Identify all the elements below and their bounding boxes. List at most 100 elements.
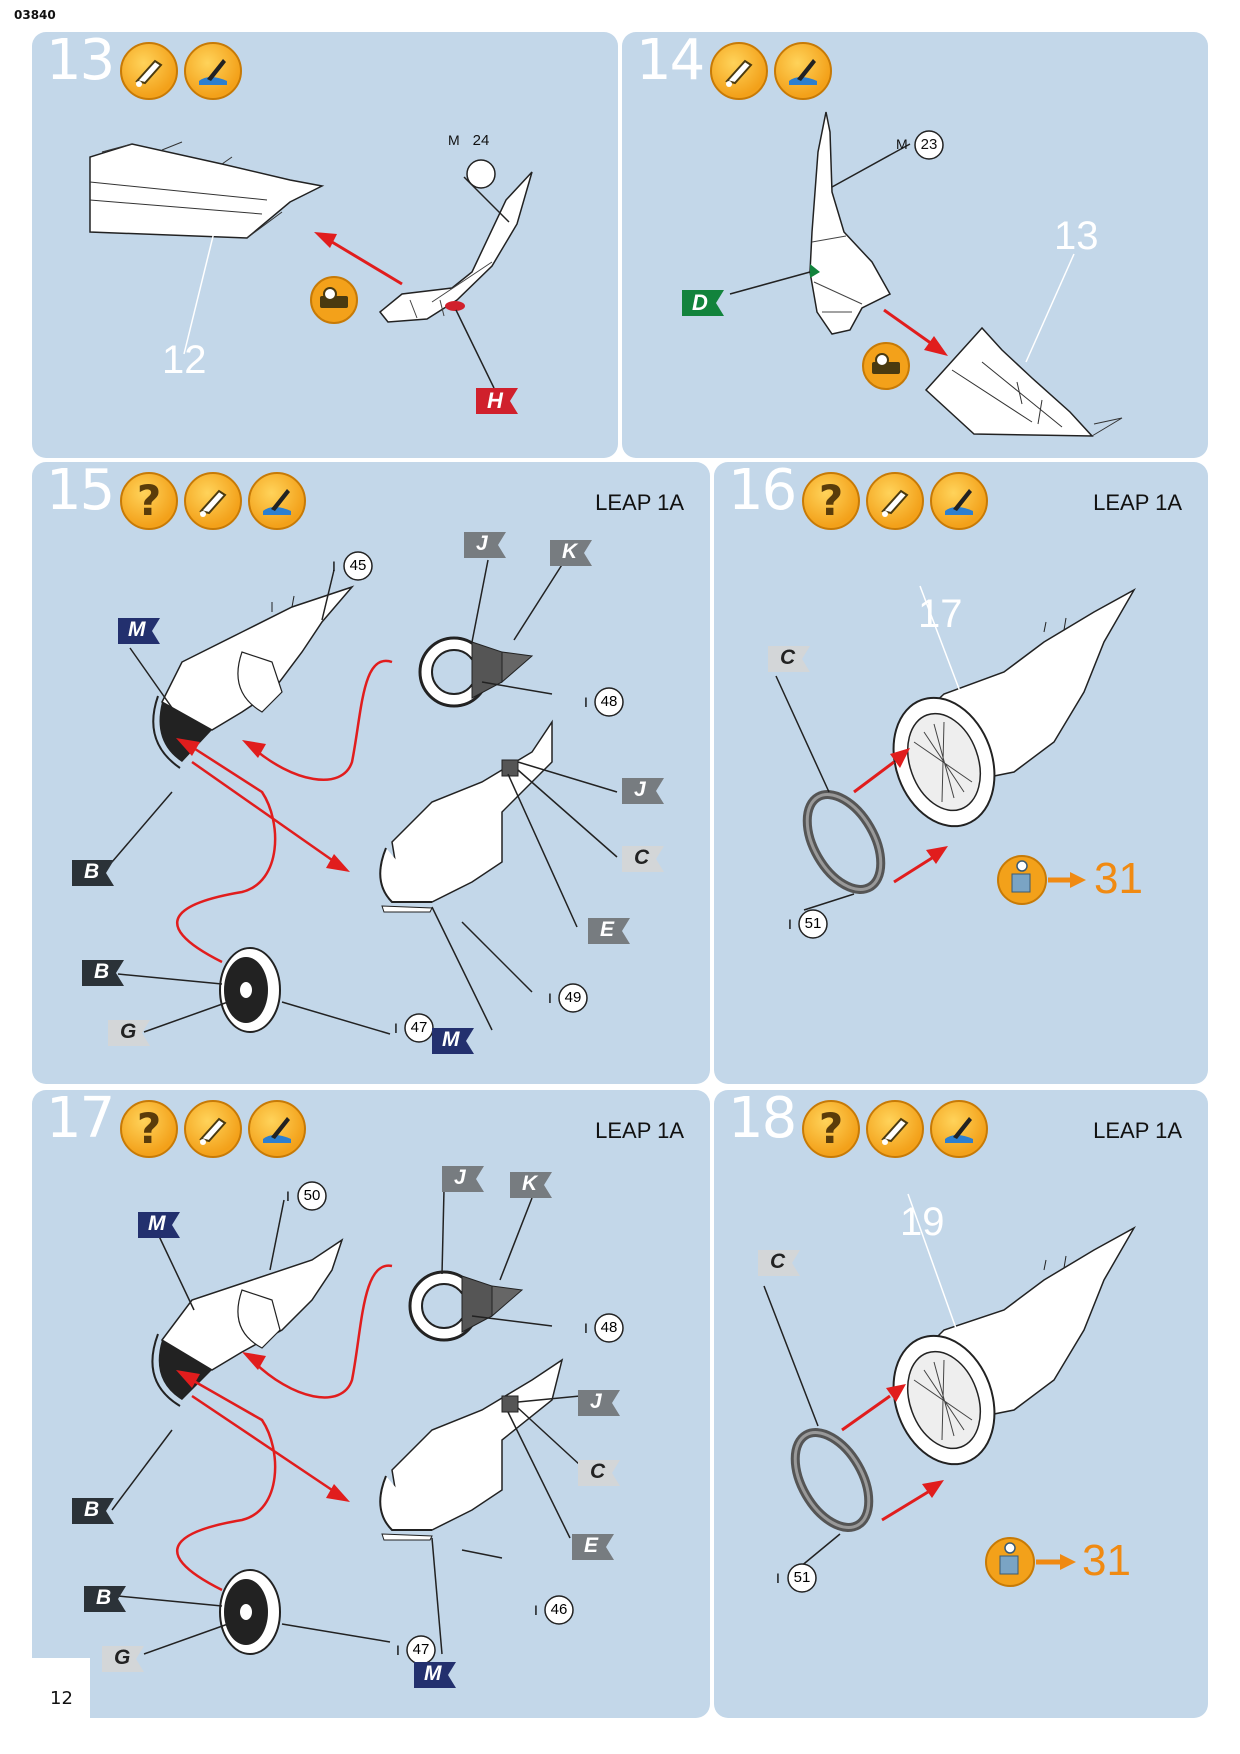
paint-brush-icon (248, 472, 306, 530)
glue-icon (184, 472, 242, 530)
color-flag-h: H (487, 388, 503, 413)
color-flag-j: J (454, 1166, 466, 1189)
help-icon: ? (802, 1100, 860, 1158)
assembly-label-17: 17 (918, 592, 963, 636)
color-flag-b: B (94, 960, 110, 983)
part-letter-i: I (584, 694, 588, 710)
part-number-48: 48 (600, 1319, 618, 1336)
help-icon: ? (802, 472, 860, 530)
glue-icon (866, 1100, 924, 1158)
color-flag-b: B (84, 860, 100, 883)
step-17-panel: 17 ? LEAP 1A I 50 I 48 I 46 I 47 J K M B… (32, 1090, 710, 1718)
color-flag-g: G (114, 1646, 131, 1669)
paint-brush-icon (248, 1100, 306, 1158)
color-flag-c: C (590, 1460, 606, 1483)
part-number-45: 45 (349, 557, 367, 574)
part-number-51: 51 (793, 1569, 811, 1586)
part-letter-i: I (396, 1642, 400, 1658)
color-flag-j: J (590, 1390, 602, 1413)
paint-brush-icon (930, 472, 988, 530)
paint-brush-icon (774, 42, 832, 100)
step-18-illustration (758, 1193, 1136, 1593)
engine-label: LEAP 1A (1093, 1118, 1182, 1143)
page-number: 12 (50, 1688, 73, 1709)
engine-label: LEAP 1A (595, 490, 684, 515)
step-number: 15 (46, 462, 115, 523)
part-number-49: 49 (564, 989, 582, 1006)
goto-step-31: 31 (1082, 1536, 1131, 1585)
step-number: 14 (636, 32, 705, 93)
part-letter-i: I (332, 558, 336, 574)
part-letter-i: I (788, 916, 792, 932)
part-letter-i: I (534, 1602, 538, 1618)
goto-step-31: 31 (1094, 854, 1143, 903)
engine-label: LEAP 1A (595, 1118, 684, 1143)
step-15-panel: 15 ? LEAP 1A I 45 I 48 I 49 I 47 J K M B… (32, 462, 710, 1084)
glue-icon (866, 472, 924, 530)
step-15-badges: ? (120, 472, 306, 530)
step-18-badges: ? (802, 1100, 988, 1158)
color-flag-m: M (148, 1212, 166, 1235)
step-number: 16 (728, 462, 797, 523)
step-17-badges: ? (120, 1100, 306, 1158)
color-flag-m: M (128, 618, 146, 641)
color-flag-k: K (562, 540, 578, 563)
part-number-46: 46 (550, 1601, 568, 1618)
help-icon: ? (120, 1100, 178, 1158)
part-letter-i: I (584, 1320, 588, 1336)
color-flag-j: J (634, 778, 646, 801)
color-flag-b: B (96, 1586, 112, 1609)
engine-label: LEAP 1A (1093, 490, 1182, 515)
part-number-48: 48 (600, 693, 618, 710)
step-13-illustration (89, 141, 533, 414)
glue-icon (710, 42, 768, 100)
color-flag-d: D (692, 290, 708, 315)
step-number: 17 (46, 1090, 115, 1151)
part-number-47: 47 (412, 1641, 430, 1658)
assembly-label-12: 12 (162, 338, 207, 382)
part-number-23: 23 (920, 136, 938, 153)
part-letter-i: I (548, 990, 552, 1006)
color-flag-k: K (522, 1172, 538, 1195)
assembly-label-19: 19 (900, 1200, 945, 1244)
document-code: 03840 (14, 8, 56, 22)
color-flag-m: M (442, 1028, 460, 1051)
step-18-panel: 18 ? LEAP 1A 19 C I 51 31 (714, 1090, 1208, 1718)
color-flag-e: E (584, 1534, 599, 1557)
part-letter-i: I (776, 1570, 780, 1586)
step-15-illustration (72, 532, 664, 1054)
color-flag-c: C (634, 846, 650, 869)
color-flag-b: B (84, 1498, 100, 1521)
part-number-51: 51 (804, 915, 822, 932)
step-16-badges: ? (802, 472, 988, 530)
step-14-illustration (682, 111, 1123, 437)
step-16-panel: 16 ? LEAP 1A 17 C I 51 31 (714, 462, 1208, 1084)
part-letter-m: M (896, 136, 908, 152)
help-icon: ? (120, 472, 178, 530)
part-number-24: 24 (472, 132, 490, 149)
paint-brush-icon (184, 42, 242, 100)
paint-brush-icon (930, 1100, 988, 1158)
page-number-tab (32, 1658, 90, 1754)
color-flag-c: C (770, 1250, 786, 1273)
color-flag-j: J (476, 532, 488, 555)
color-flag-e: E (600, 918, 615, 941)
color-flag-g: G (120, 1020, 137, 1043)
step-13-badges (120, 42, 242, 100)
part-number-50: 50 (303, 1187, 321, 1204)
glue-icon (120, 42, 178, 100)
part-number-47: 47 (410, 1019, 428, 1036)
part-letter-i: I (286, 1188, 290, 1204)
step-14-badges (710, 42, 832, 100)
step-16-illustration (768, 585, 1136, 939)
part-letter-m: M (448, 132, 460, 148)
assembly-label-13: 13 (1054, 214, 1099, 258)
part-letter-i: I (394, 1020, 398, 1036)
color-flag-m: M (424, 1662, 442, 1685)
color-flag-c: C (780, 646, 796, 669)
step-13-panel: 13 M 24 12 H (32, 32, 618, 458)
glue-icon (184, 1100, 242, 1158)
step-14-panel: 14 M 23 13 D (622, 32, 1208, 458)
step-number: 13 (46, 32, 115, 93)
step-number: 18 (728, 1090, 797, 1151)
